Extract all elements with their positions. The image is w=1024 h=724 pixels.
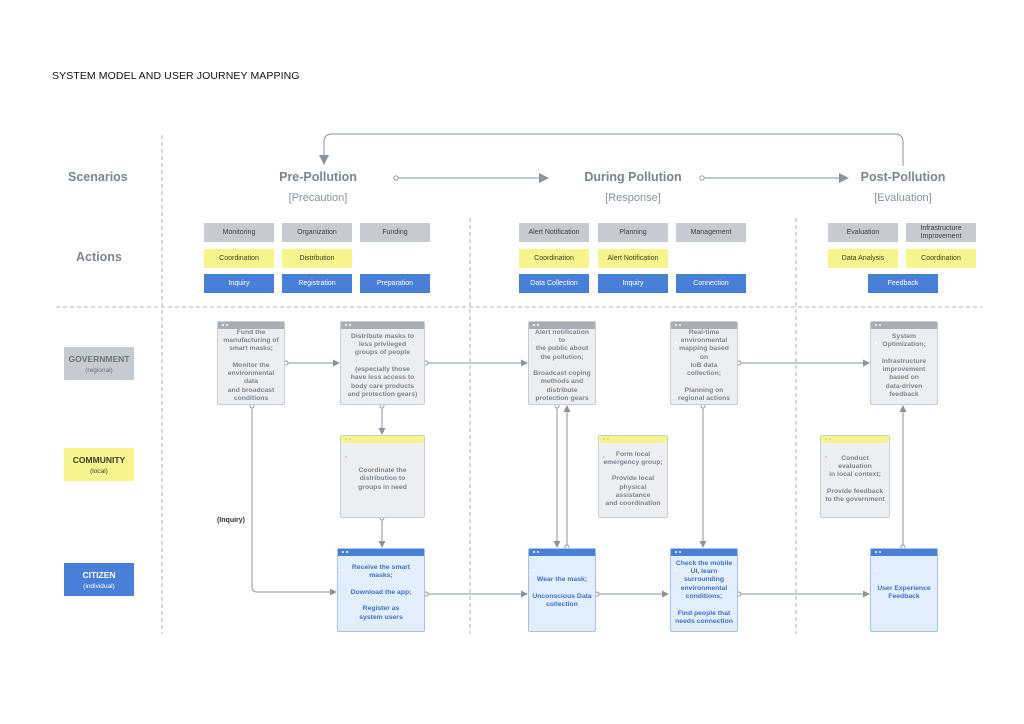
action-tag-alert-notification: Alert Notification <box>598 249 668 268</box>
action-tag-infrastructure-improvement: Infrastructure Improvement <box>906 223 976 242</box>
card-text: Conduct evaluation in local context; Pro… <box>825 454 885 504</box>
actor-government: GOVERNMENT (regional) <box>64 347 134 380</box>
card-citizen-wear-mask: Wear the mask; Unconscious Data collecti… <box>528 548 596 632</box>
card-government-fund-monitor: Fund the manufacturing of smart masks; M… <box>217 321 285 405</box>
action-tag-connection: Connection <box>676 274 746 293</box>
card-text: Fund the manufacturing of smart masks; M… <box>223 328 279 402</box>
card-government-optimization: System Optimization; Infrastructure impr… <box>870 321 938 405</box>
action-tag-organization: Organization <box>282 223 352 242</box>
card-text: Receive the smart masks; Download the ap… <box>350 564 412 621</box>
action-tag-coordination: Coordination <box>906 249 976 268</box>
card-citizen-check-ui: Check the mobile UI, learn surrounding e… <box>670 548 738 632</box>
row-label-actions: Actions <box>76 250 122 264</box>
page-title: SYSTEM MODEL AND USER JOURNEY MAPPING <box>52 70 300 82</box>
card-government-alert-broadcast: Alert notification to the public about t… <box>528 321 596 405</box>
card-text: Coordinate the distribution to groups in… <box>358 467 407 491</box>
action-tag-planning: Planning <box>598 223 668 242</box>
card-text: Distribute masks to less privileged grou… <box>347 332 418 398</box>
action-tag-inquiry: Inquiry <box>204 274 274 293</box>
card-text: Real-time environmental mapping based on… <box>677 328 731 402</box>
phase-subtitle: [Evaluation] <box>874 192 932 204</box>
card-citizen-feedback: User Experience Feedback <box>870 548 938 632</box>
action-tag-feedback: Feedback <box>868 274 938 293</box>
phase-subtitle: [Response] <box>605 192 661 204</box>
flow-gov1-cit1 <box>251 406 337 596</box>
actor-name: COMMUNITY <box>72 454 126 465</box>
action-tag-coordination: Coordination <box>519 249 589 268</box>
connector-dot <box>699 175 705 181</box>
inquiry-note: (Inquiry) <box>217 517 245 524</box>
phase-title: Pre-Pollution <box>279 170 357 184</box>
action-tag-monitoring: Monitoring <box>204 223 274 242</box>
card-government-distribute-masks: Distribute masks to less privileged grou… <box>340 321 425 405</box>
actor-scope: (regional) <box>85 366 113 374</box>
card-text: Check the mobile UI, learn surrounding e… <box>675 559 733 625</box>
action-tag-funding: Funding <box>360 223 430 242</box>
action-tag-evaluation: Evaluation <box>828 223 898 242</box>
card-text: Alert notification to the public about t… <box>533 328 591 402</box>
phase-title: Post-Pollution <box>860 170 946 184</box>
action-tag-inquiry: Inquiry <box>598 274 668 293</box>
phase-post-pollution: Post-Pollution [Evaluation] <box>823 170 983 204</box>
phase-pre-pollution: Pre-Pollution [Precaution] <box>238 170 398 204</box>
connector-dot <box>393 175 399 181</box>
action-tag-coordination: Coordination <box>204 249 274 268</box>
phase-title: During Pollution <box>584 170 682 184</box>
card-government-realtime-mapping: Real-time environmental mapping based on… <box>670 321 738 405</box>
grid-lines <box>56 135 982 634</box>
actor-scope: (local) <box>90 467 108 475</box>
actor-name: CITIZEN <box>82 569 116 580</box>
card-text: User Experience Feedback <box>877 584 931 600</box>
actor-community: COMMUNITY (local) <box>64 448 134 481</box>
card-community-emergency-group: Form local emergency group; Provide loca… <box>598 435 668 518</box>
card-text: System Optimization; Infrastructure impr… <box>881 332 927 398</box>
action-tag-data-collection: Data Collection <box>519 274 589 293</box>
card-text: Wear the mask; Unconscious Data collecti… <box>532 576 592 609</box>
action-tag-preparation: Preparation <box>360 274 430 293</box>
card-text: Form local emergency group; Provide loca… <box>603 450 663 508</box>
action-tag-management: Management <box>676 223 746 242</box>
actor-citizen: CITIZEN (individual) <box>64 563 134 596</box>
phase-during-pollution: During Pollution [Response] <box>553 170 713 204</box>
action-tag-alert-notification: Alert Notification <box>519 223 589 242</box>
card-citizen-receive-masks: Receive the smart masks; Download the ap… <box>337 548 425 632</box>
action-tag-registration: Registration <box>282 274 352 293</box>
card-community-evaluation: Conduct evaluation in local context; Pro… <box>820 435 890 518</box>
actor-name: GOVERNMENT <box>68 353 130 364</box>
feedback-loop-arrow <box>319 133 904 166</box>
actor-scope: (individual) <box>83 582 115 590</box>
action-tag-distribution: Distribution <box>282 249 352 268</box>
card-community-coordinate: Coordinate the distribution to groups in… <box>340 435 425 518</box>
action-tag-data-analysis: Data Analysis <box>828 249 898 268</box>
phase-subtitle: [Precaution] <box>288 192 348 204</box>
row-label-scenarios: Scenarios <box>68 170 128 184</box>
